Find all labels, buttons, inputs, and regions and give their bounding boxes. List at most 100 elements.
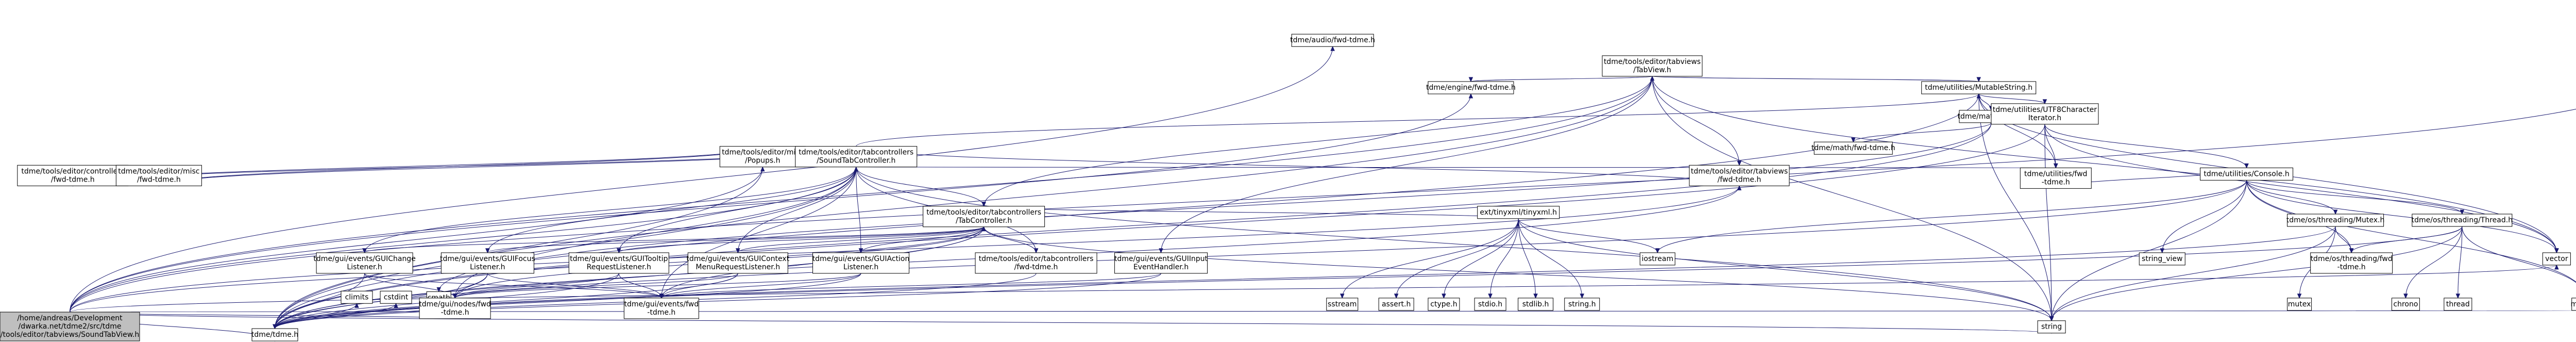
node-box bbox=[1378, 298, 1414, 311]
node-box bbox=[115, 165, 202, 186]
graph-node-tabviews-fwd[interactable]: tdme/tools/editor/tabviews/fwd-tdme.h bbox=[1689, 165, 1790, 186]
node-label-line: -tdme.h bbox=[2337, 263, 2366, 271]
node-box bbox=[1477, 206, 1560, 219]
graph-node-vector[interactable]: vector bbox=[2542, 252, 2571, 266]
include-edge bbox=[858, 226, 985, 254]
node-label-line: /TabView.h bbox=[1633, 66, 1671, 74]
graph-node-math-fwd[interactable]: tdme/math/fwd-tdme.h bbox=[1811, 141, 1895, 155]
edge-line bbox=[275, 94, 1979, 329]
node-box bbox=[975, 252, 1097, 274]
include-edge bbox=[2044, 124, 2058, 169]
graph-node-audio-fwd[interactable]: tdme/audio/fwd-tdme.h bbox=[1290, 34, 1375, 47]
edge-arrowhead bbox=[485, 248, 490, 254]
edge-line bbox=[618, 167, 857, 253]
edge-line bbox=[275, 76, 1653, 329]
graph-node-thread-std[interactable]: thread bbox=[2444, 298, 2472, 311]
include-edge bbox=[1518, 218, 1660, 254]
graph-node-tdme[interactable]: tdme/tdme.h bbox=[251, 328, 298, 341]
edge-line bbox=[1652, 76, 1979, 82]
graph-node-misc-fwd[interactable]: tdme/tools/editor/misc/fwd-tdme.h bbox=[115, 165, 202, 186]
graph-node-tabcontroller-root[interactable]: tdme/tools/editor/tabcontrollers/SoundTa… bbox=[795, 146, 918, 168]
include-edge bbox=[273, 94, 1979, 330]
node-box bbox=[1291, 34, 1374, 47]
graph-node-string[interactable]: string bbox=[2037, 320, 2066, 334]
edge-line bbox=[1978, 94, 2052, 321]
edge-line bbox=[2246, 180, 2463, 215]
edge-arrowhead bbox=[1488, 294, 1493, 299]
edge-line bbox=[1853, 122, 1992, 142]
edge-line bbox=[70, 167, 763, 313]
graph-node-tabcontrollers-fwd[interactable]: tdme/tools/editor/tabcontrollers/fwd-tdm… bbox=[975, 252, 1097, 274]
graph-node-memory[interactable]: memory bbox=[2570, 298, 2576, 311]
graph-node-iostream[interactable]: iostream bbox=[1639, 252, 1675, 266]
include-edge bbox=[275, 303, 359, 329]
edge-arrowhead bbox=[2297, 294, 2302, 299]
graph-node-ctype[interactable]: ctype.h bbox=[1428, 298, 1460, 311]
node-box bbox=[1921, 81, 2037, 94]
include-edge bbox=[1394, 218, 1519, 299]
node-box bbox=[2139, 252, 2185, 266]
node-box bbox=[1114, 252, 1208, 274]
graph-node-root[interactable]: /home/andreas/Development/dwarka.net/tdm… bbox=[0, 312, 140, 341]
edge-arrowhead bbox=[1851, 137, 1856, 143]
edge-line bbox=[860, 226, 985, 253]
graph-node-mutex[interactable]: tdme/os/threading/Mutex.h bbox=[2286, 214, 2385, 227]
node-label-line: tdme/gui/events/GUIFocus bbox=[440, 255, 535, 263]
graph-node-tabview[interactable]: tdme/tools/editor/tabviews/TabView.h bbox=[1602, 55, 1703, 77]
node-label-line: tdme/utilities/Console.h bbox=[2204, 170, 2289, 178]
graph-node-threading-fwd[interactable]: tdme/os/threading/fwd-tdme.h bbox=[2310, 252, 2393, 274]
edge-arrowhead bbox=[1442, 294, 1446, 299]
graph-node-climits[interactable]: climits bbox=[341, 290, 373, 304]
node-label-line: stdio.h bbox=[1478, 300, 1502, 308]
graph-node-chrono[interactable]: chrono bbox=[2391, 298, 2420, 311]
node-box bbox=[1991, 103, 2099, 125]
node-label-line: /tools/editor/tabviews/SoundTabView.h bbox=[1, 331, 139, 339]
node-label-line: /TabController.h bbox=[956, 217, 1012, 225]
graph-node-assert[interactable]: assert.h bbox=[1378, 298, 1414, 311]
include-edge bbox=[2246, 180, 2559, 254]
edge-line bbox=[1518, 218, 1583, 298]
node-label-line: -tdme.h bbox=[441, 308, 469, 317]
graph-node-console[interactable]: tdme/utilities/Console.h bbox=[2200, 167, 2294, 181]
edge-line bbox=[1160, 76, 1653, 253]
graph-node-guitooltip[interactable]: tdme/gui/events/GUITooltipRequestListene… bbox=[568, 252, 669, 274]
node-label-line: assert.h bbox=[1382, 300, 1411, 308]
graph-node-tinyxml[interactable]: ext/tinyxml/tinyxml.h bbox=[1477, 206, 1560, 219]
graph-node-stdio[interactable]: stdio.h bbox=[1474, 298, 1506, 311]
node-box bbox=[1518, 298, 1554, 311]
graph-node-popups[interactable]: tdme/tools/editor/misc/Popups.h bbox=[719, 146, 806, 168]
graph-node-string-h[interactable]: string.h bbox=[1564, 298, 1600, 311]
graph-node-stdlib[interactable]: stdlib.h bbox=[1518, 298, 1554, 311]
node-box bbox=[923, 206, 1045, 227]
graph-node-gui-events-fwd[interactable]: tdme/gui/events/fwd-tdme.h bbox=[623, 298, 699, 319]
node-box bbox=[380, 290, 412, 304]
graph-node-cstdint[interactable]: cstdint bbox=[380, 290, 412, 304]
graph-node-utilities-fwd[interactable]: tdme/utilities/fwd-tdme.h bbox=[2020, 167, 2092, 189]
edge-line bbox=[618, 226, 985, 253]
graph-node-sstream[interactable]: sstream bbox=[1326, 298, 1359, 311]
graph-node-mutex-std[interactable]: mutex bbox=[2287, 298, 2312, 311]
graph-node-controllers-fwd[interactable]: tdme/tools/editor/controllers/fwd-tdme.h bbox=[17, 165, 129, 186]
graph-node-tabcontroller[interactable]: tdme/tools/editor/tabcontrollers/TabCont… bbox=[923, 206, 1045, 227]
node-label-line: climits bbox=[345, 293, 369, 301]
include-edge bbox=[735, 226, 985, 254]
graph-node-engine-fwd[interactable]: tdme/engine/fwd-tdme.h bbox=[1426, 81, 1516, 94]
graph-node-thread[interactable]: tdme/os/threading/Thread.h bbox=[2412, 214, 2513, 227]
graph-node-string-view[interactable]: string_view bbox=[2139, 252, 2185, 266]
edge-arrowhead bbox=[2455, 294, 2461, 299]
edge-line bbox=[856, 167, 985, 206]
graph-node-guicontext[interactable]: tdme/gui/events/GUIContextMenuRequestLis… bbox=[686, 252, 790, 274]
graph-node-gui-nodes-fwd[interactable]: tdme/gui/nodes/fwd-tdme.h bbox=[419, 298, 491, 319]
node-label-line: /fwd-tdme.h bbox=[1718, 175, 1761, 184]
node-label-line: EventHandler.h bbox=[1133, 263, 1189, 271]
node-label-line: /Popups.h bbox=[745, 157, 781, 165]
graph-node-mutablestring[interactable]: tdme/utilities/MutableString.h bbox=[1921, 81, 2037, 94]
edge-line bbox=[364, 226, 985, 253]
node-label-line: /fwd-tdme.h bbox=[137, 175, 181, 184]
node-box bbox=[251, 328, 298, 341]
